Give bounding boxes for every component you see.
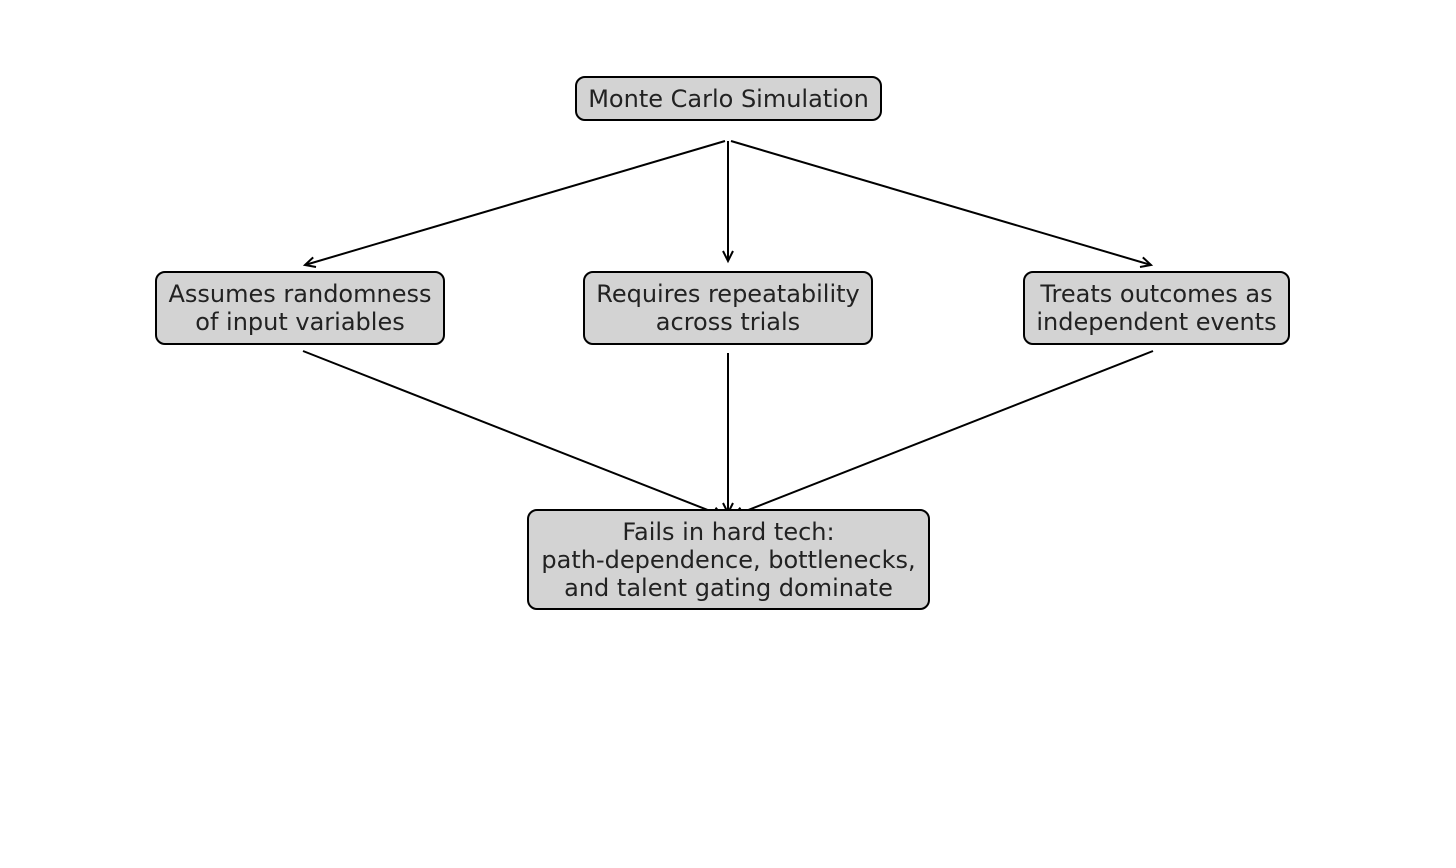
node-label-line: independent events — [1036, 308, 1277, 336]
node-label-line: Fails in hard tech: — [622, 517, 835, 546]
edge-right-to-bottom — [730, 350, 1154, 518]
edge-root-to-left — [302, 140, 726, 268]
node-label-line: Assumes randomness — [168, 280, 432, 308]
node-label-line: Treats outcomes as — [1040, 280, 1273, 308]
node-label-line: Requires repeatability — [596, 280, 860, 308]
node-assumes-randomness: Assumes randomness of input variables — [155, 271, 445, 345]
node-label-line: Monte Carlo Simulation — [588, 84, 869, 113]
node-label-line: path-dependence, bottlenecks, — [541, 545, 916, 574]
node-label-line: of input variables — [195, 308, 405, 336]
node-fails-in-hard-tech: Fails in hard tech: path-dependence, bot… — [527, 509, 930, 610]
node-label-line: and talent gating dominate — [564, 573, 893, 602]
edge-root-to-right — [730, 140, 1154, 268]
node-label-line: across trials — [655, 308, 801, 336]
node-requires-repeatability: Requires repeatability across trials — [583, 271, 873, 345]
node-treats-outcomes-independent: Treats outcomes as independent events — [1023, 271, 1290, 345]
node-monte-carlo-simulation: Monte Carlo Simulation — [575, 76, 882, 121]
edge-left-to-bottom — [302, 350, 726, 518]
